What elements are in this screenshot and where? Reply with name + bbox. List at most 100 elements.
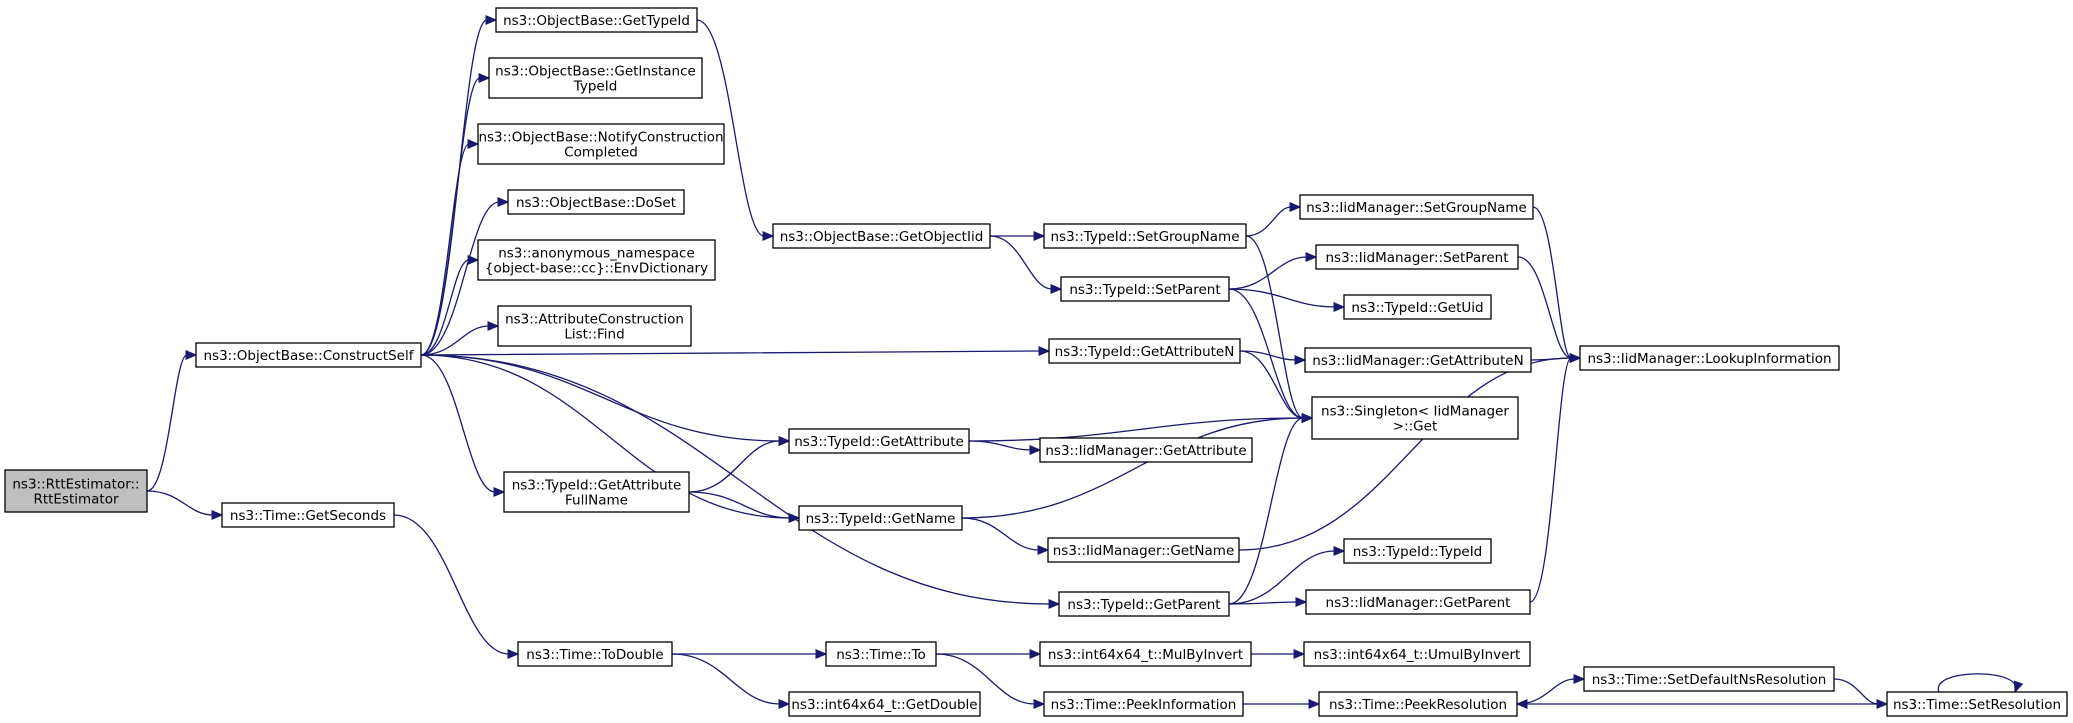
node-label: ns3::IidManager::LookupInformation	[1587, 351, 1831, 367]
node-box	[1058, 591, 1230, 617]
node-box	[477, 123, 725, 165]
node-timeto[interactable]: ns3::Time::To	[825, 641, 937, 667]
node-label: ns3::int64x64_t::MulByInvert	[1048, 647, 1243, 663]
node-box	[788, 428, 970, 454]
node-label: ns3::TypeId::SetGroupName	[1050, 229, 1239, 245]
edge-construct-to-getinstance	[420, 73, 491, 356]
node-envdict[interactable]: ns3::anonymous_namespace{object-base::cc…	[477, 239, 716, 281]
node-label: ns3::IidManager::GetName	[1053, 543, 1235, 559]
node-label: ns3::ObjectBase::NotifyConstruction	[478, 130, 723, 146]
node-iid-getparent[interactable]: ns3::IidManager::GetParent	[1305, 589, 1531, 615]
node-box	[1318, 691, 1518, 717]
node-getattribute[interactable]: ns3::TypeId::GetAttribute	[788, 428, 970, 454]
node-umulbyinvert[interactable]: ns3::int64x64_t::UmulByInvert	[1303, 641, 1531, 667]
node-box	[477, 239, 716, 281]
node-setres[interactable]: ns3::Time::SetResolution	[1886, 691, 2068, 717]
edge-todouble-to-timeto	[672, 649, 828, 659]
node-todouble[interactable]: ns3::Time::ToDouble	[517, 641, 673, 667]
edge-gettypeid-to-getobjectiid	[696, 19, 775, 241]
node-mulbyinvert[interactable]: ns3::int64x64_t::MulByInvert	[1039, 641, 1252, 667]
edge-construct-to-envdict	[420, 255, 480, 356]
node-getuid[interactable]: ns3::TypeId::GetUid	[1343, 294, 1492, 320]
node-getattributen[interactable]: ns3::TypeId::GetAttributeN	[1048, 338, 1241, 364]
node-label: TypeId	[573, 79, 618, 95]
node-label: ns3::TypeId::GetUid	[1351, 300, 1483, 316]
node-iid-getname[interactable]: ns3::IidManager::GetName	[1047, 537, 1240, 563]
edge-getparent-to-typeid-ctor	[1228, 546, 1346, 605]
node-box	[4, 469, 148, 513]
node-box	[1304, 347, 1532, 373]
edge-setres-to-setres	[1937, 673, 2024, 694]
node-label: ns3::Time::To	[836, 647, 926, 663]
node-gettypeid[interactable]: ns3::ObjectBase::GetTypeId	[495, 7, 698, 33]
node-label: ns3::Time::PeekInformation	[1051, 697, 1237, 713]
edge-construct-to-getparent	[420, 354, 1061, 609]
node-lookup[interactable]: ns3::IidManager::LookupInformation	[1579, 345, 1840, 371]
node-box	[1039, 641, 1252, 667]
edge-setgroupname-to-singleton	[1245, 235, 1314, 423]
node-label: ns3::RttEstimator::	[12, 477, 139, 493]
node-singleton[interactable]: ns3::Singleton< IidManager>::Get	[1311, 396, 1519, 440]
node-getparent[interactable]: ns3::TypeId::GetParent	[1058, 591, 1230, 617]
node-box	[1048, 338, 1241, 364]
edge-setparent-to-iid-setparent	[1228, 252, 1318, 290]
node-box	[1305, 589, 1531, 615]
node-iid-getattributen[interactable]: ns3::IidManager::GetAttributeN	[1304, 347, 1532, 373]
edge-iid-getname-to-lookup	[1238, 353, 1582, 551]
node-getobjectiid[interactable]: ns3::ObjectBase::GetObjectIid	[772, 223, 991, 249]
edge-getattributen-to-iid-getattributen	[1239, 350, 1307, 365]
edge-setparent-to-getuid	[1228, 288, 1346, 312]
node-box	[488, 57, 703, 99]
node-box	[503, 471, 690, 513]
edge-getname-to-iid-getname	[961, 517, 1050, 555]
edge-construct-to-doset	[420, 197, 510, 356]
node-box	[495, 7, 698, 33]
node-label: ns3::IidManager::SetGroupName	[1306, 200, 1527, 216]
node-rtt[interactable]: ns3::RttEstimator::RttEstimator	[4, 469, 148, 513]
node-label: >::Get	[1393, 419, 1437, 435]
node-getseconds[interactable]: ns3::Time::GetSeconds	[221, 502, 395, 528]
edge-construct-to-getattributen	[420, 346, 1051, 356]
node-label: ns3::TypeId::GetAttribute	[512, 478, 682, 494]
node-label: ns3::int64x64_t::UmulByInvert	[1314, 647, 1521, 663]
edge-setgroupname-to-iid-setgroupname	[1245, 202, 1302, 237]
node-setdefaultns[interactable]: ns3::Time::SetDefaultNsResolution	[1583, 666, 1835, 692]
node-construct[interactable]: ns3::ObjectBase::ConstructSelf	[195, 342, 422, 368]
node-box	[1311, 396, 1519, 440]
node-doset[interactable]: ns3::ObjectBase::DoSet	[507, 189, 685, 215]
edge-timeto-to-peekinfo	[935, 653, 1046, 709]
edge-getattribute-to-singleton	[968, 413, 1314, 442]
node-iid-getattribute[interactable]: ns3::IidManager::GetAttribute	[1039, 437, 1253, 463]
edge-getseconds-to-todouble	[393, 514, 520, 659]
node-label: ns3::ObjectBase::DoSet	[516, 195, 676, 211]
edge-rtt-to-construct	[146, 350, 198, 492]
node-label: ns3::TypeId::GetName	[806, 511, 956, 527]
edge-construct-to-notify	[420, 139, 480, 356]
node-iid-setparent[interactable]: ns3::IidManager::SetParent	[1315, 244, 1519, 270]
node-label: ns3::ObjectBase::ConstructSelf	[204, 348, 415, 364]
edge-getobjectiid-to-setparent	[989, 235, 1063, 294]
node-notify[interactable]: ns3::ObjectBase::NotifyConstructionCompl…	[477, 123, 725, 165]
node-setgroupname[interactable]: ns3::TypeId::SetGroupName	[1043, 223, 1247, 249]
node-peekinfo[interactable]: ns3::Time::PeekInformation	[1043, 691, 1244, 717]
node-label: ns3::Time::SetDefaultNsResolution	[1592, 672, 1827, 688]
node-label: ns3::AttributeConstruction	[505, 312, 684, 328]
edge-construct-to-acfind	[420, 321, 500, 356]
node-getdouble[interactable]: ns3::int64x64_t::GetDouble	[788, 691, 981, 717]
node-box	[1583, 666, 1835, 692]
node-setparent[interactable]: ns3::TypeId::SetParent	[1060, 276, 1230, 302]
node-peekres[interactable]: ns3::Time::PeekResolution	[1318, 691, 1518, 717]
node-iid-setgroupname[interactable]: ns3::IidManager::SetGroupName	[1299, 194, 1534, 220]
node-typeid-ctor[interactable]: ns3::TypeId::TypeId	[1343, 538, 1492, 564]
node-label: ns3::IidManager::SetParent	[1326, 250, 1509, 266]
node-label: ns3::Time::SetResolution	[1893, 697, 2061, 713]
node-box	[195, 342, 422, 368]
node-label: ns3::IidManager::GetAttributeN	[1312, 353, 1523, 369]
edge-construct-to-gettypeid	[420, 15, 498, 356]
node-box	[1315, 244, 1519, 270]
node-getname[interactable]: ns3::TypeId::GetName	[798, 505, 963, 531]
